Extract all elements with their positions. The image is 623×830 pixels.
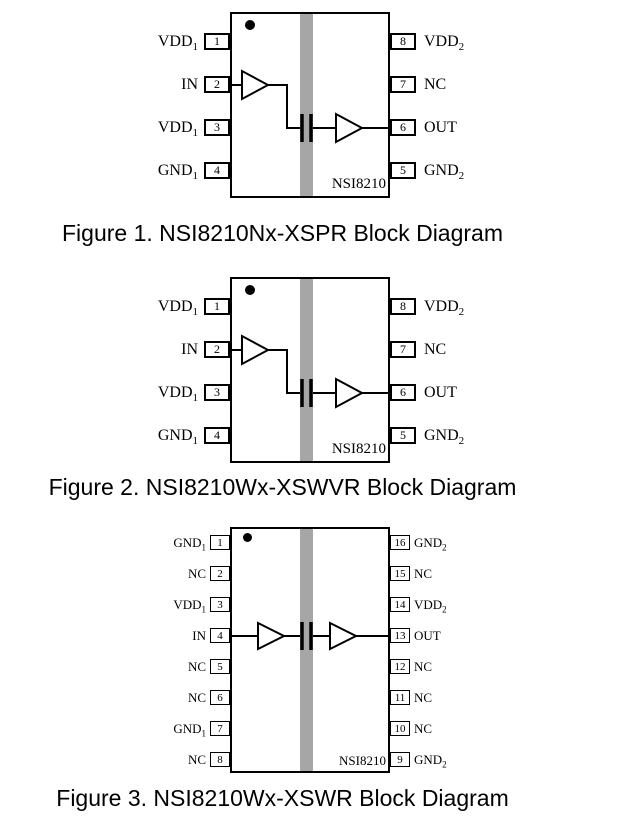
pin-label: VDD1	[157, 33, 198, 54]
figure-caption: Figure 2. NSI8210Wx-XSWVR Block Diagram	[48, 474, 517, 500]
pin-label: GND2	[414, 535, 447, 553]
pin1-indicator-dot	[245, 20, 255, 30]
figure-3: NSI8210 GND1 1 NC 2 VDD1 3 IN 4 NC 5 NC …	[0, 515, 623, 795]
pin-label: IN	[181, 76, 198, 93]
pin-label: NC	[414, 659, 433, 674]
figure-2: NSI8210 VDD1 1 IN 2 VDD1 3 GND1 4 8 VDD2…	[0, 265, 623, 525]
pin-number-box: 5	[390, 162, 416, 179]
pin-number-box: 1	[204, 33, 230, 50]
pin-label: NC	[187, 566, 206, 581]
pin-label: IN	[181, 341, 198, 358]
pin-number-box: 6	[390, 119, 416, 136]
signal-path	[230, 334, 390, 409]
pin-label: NC	[424, 341, 447, 358]
pin-label: OUT	[414, 628, 441, 643]
pin-label: OUT	[424, 384, 457, 401]
pin-number-box: 10	[390, 721, 410, 736]
pin-label: VDD1	[157, 384, 198, 405]
isolation-capacitor-icon	[300, 622, 313, 650]
figure-caption: Figure 3. NSI8210Wx-XSWR Block Diagram	[56, 785, 509, 811]
pin-label: NC	[414, 566, 433, 581]
pin-number-box: 7	[390, 341, 416, 358]
pin-number-box: 1	[204, 298, 230, 315]
pin-label: VDD1	[157, 119, 198, 140]
isolation-capacitor-icon	[300, 114, 313, 142]
isolation-barrier	[300, 14, 313, 196]
pin-number-box: 6	[210, 690, 230, 705]
pin-number-box: 3	[204, 119, 230, 136]
figure-1: NSI8210 VDD1 1 IN 2 VDD1 3 GND1 4 8 VDD2…	[0, 0, 623, 260]
pin-number-box: 3	[210, 597, 230, 612]
isolation-barrier	[300, 529, 313, 771]
pin-label: GND2	[424, 427, 465, 448]
figure-caption: Figure 1. NSI8210Nx-XSPR Block Diagram	[62, 220, 503, 246]
pin-number-box: 5	[210, 659, 230, 674]
output-buffer-icon	[335, 377, 365, 409]
pin-number-box: 2	[204, 76, 230, 93]
pin-number-box: 4	[210, 628, 230, 643]
pin-number-box: 13	[390, 628, 410, 643]
pin-label: OUT	[424, 119, 457, 136]
pin-number-box: 15	[390, 566, 410, 581]
pin-label: VDD1	[173, 597, 206, 615]
pin-label: IN	[192, 628, 206, 643]
pin-label: VDD2	[424, 298, 465, 319]
pin-label: GND1	[173, 535, 206, 553]
pin-label: GND1	[173, 721, 206, 739]
pin-number-box: 11	[390, 690, 410, 705]
pin-number-box: 14	[390, 597, 410, 612]
pin-number-box: 5	[390, 427, 416, 444]
pin-label: GND1	[157, 162, 198, 183]
isolation-barrier	[300, 279, 313, 461]
output-buffer-icon	[335, 112, 365, 144]
pin-number-box: 1	[210, 535, 230, 550]
coupling-wire	[267, 349, 300, 394]
chip-name-label: NSI8210	[331, 176, 386, 192]
pin-number-box: 8	[390, 33, 416, 50]
pin-number-box: 2	[210, 566, 230, 581]
pin-number-box: 8	[390, 298, 416, 315]
input-buffer-icon	[241, 69, 271, 101]
pin-label: NC	[424, 76, 447, 93]
signal-path	[230, 621, 390, 651]
coupling-wire	[267, 84, 300, 129]
pin-label: GND2	[414, 752, 447, 770]
signal-path	[230, 69, 390, 144]
pin-number-box: 12	[390, 659, 410, 674]
chip-name-label: NSI8210	[331, 441, 386, 457]
pin-number-box: 7	[210, 721, 230, 736]
pin-label: VDD1	[157, 298, 198, 319]
pin-number-box: 3	[204, 384, 230, 401]
pin-label: NC	[187, 752, 206, 767]
pin-number-box: 8	[210, 752, 230, 767]
input-buffer-icon	[257, 621, 287, 651]
pin-label: NC	[414, 690, 433, 705]
pin-number-box: 16	[390, 535, 410, 550]
pin-label: VDD2	[414, 597, 447, 615]
pin-number-box: 2	[204, 341, 230, 358]
output-buffer-icon	[329, 621, 359, 651]
pin-label: NC	[414, 721, 433, 736]
pin-label: NC	[187, 690, 206, 705]
pin-number-box: 7	[390, 76, 416, 93]
pin1-indicator-dot	[245, 285, 255, 295]
isolation-capacitor-icon	[300, 379, 313, 407]
pin-number-box: 6	[390, 384, 416, 401]
input-buffer-icon	[241, 334, 271, 366]
pin1-indicator-dot	[243, 533, 252, 542]
chip-name-label: NSI8210	[339, 753, 386, 768]
pin-label: GND2	[424, 162, 465, 183]
pin-number-box: 9	[390, 752, 410, 767]
pin-label: NC	[187, 659, 206, 674]
pin-label: GND1	[157, 427, 198, 448]
pin-number-box: 4	[204, 427, 230, 444]
pin-number-box: 4	[204, 162, 230, 179]
pin-label: VDD2	[424, 33, 465, 54]
